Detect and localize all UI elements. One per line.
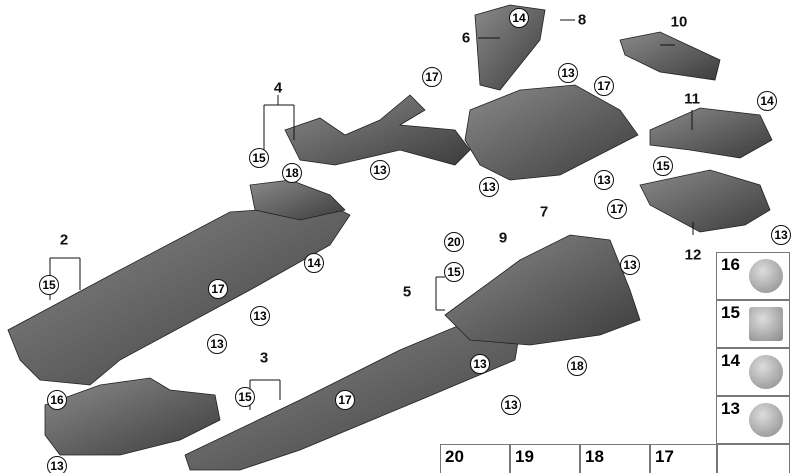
leader-lines <box>49 19 694 410</box>
callout: 13 <box>479 177 499 197</box>
part-label: 2 <box>59 231 69 249</box>
part-label: 12 <box>684 246 702 264</box>
callout: 14 <box>304 253 324 273</box>
callout: 13 <box>558 63 578 83</box>
bracket-4 <box>284 94 471 166</box>
front-shield-left <box>44 377 221 456</box>
screw-icon <box>749 403 783 437</box>
callout: 13 <box>501 395 521 415</box>
panel-10 <box>619 31 721 81</box>
callout: 14 <box>509 8 529 28</box>
legend-box-15: 15 <box>716 300 790 348</box>
legend-box-20: 20 <box>440 444 510 473</box>
shield-6 <box>474 4 546 91</box>
callout: 14 <box>757 91 777 111</box>
callout: 15 <box>249 148 269 168</box>
callout: 13 <box>370 160 390 180</box>
legend-box-18: 18 <box>580 444 650 473</box>
part-label: 11 <box>684 90 700 108</box>
callout: 15 <box>39 275 59 295</box>
legend-box-16: 16 <box>716 252 790 300</box>
callout: 17 <box>594 76 614 96</box>
part-label: 10 <box>670 13 688 31</box>
callout: 13 <box>594 170 614 190</box>
part-12 <box>639 169 771 233</box>
callout: 15 <box>653 156 673 176</box>
clip-icon <box>749 259 783 293</box>
callout: 15 <box>444 262 464 282</box>
callout: 20 <box>444 232 464 252</box>
part-label: 9 <box>498 229 508 247</box>
part-11 <box>649 107 773 159</box>
callout: 16 <box>47 390 67 410</box>
callout: 13 <box>47 456 67 473</box>
callout: 13 <box>620 255 640 275</box>
callout: 18 <box>282 163 302 183</box>
callout: 15 <box>235 387 255 407</box>
legend-box-14: 14 <box>716 348 790 396</box>
underbody-panel-left <box>7 204 351 386</box>
callout: 13 <box>207 334 227 354</box>
legend-box-19: 19 <box>510 444 580 473</box>
callout: 17 <box>607 199 627 219</box>
legend-box-tape <box>717 444 790 473</box>
engine-shield-7 <box>464 84 639 181</box>
part-label: 4 <box>273 79 283 97</box>
callout: 13 <box>771 225 791 245</box>
legend-box-17: 17 <box>650 444 717 473</box>
callout: 17 <box>208 279 228 299</box>
panel-5 <box>444 234 641 346</box>
part-label: 5 <box>402 283 412 301</box>
clip-nut-icon <box>749 307 783 341</box>
callout: 17 <box>422 67 442 87</box>
part-label: 6 <box>461 29 471 47</box>
callout: 18 <box>567 356 587 376</box>
part-label: 3 <box>259 349 269 367</box>
callout: 17 <box>335 390 355 410</box>
callout: 13 <box>470 354 490 374</box>
part-label: 8 <box>577 11 587 29</box>
legend-box-13: 13 <box>716 396 790 444</box>
callout: 13 <box>250 306 270 326</box>
part-label: 7 <box>539 203 549 221</box>
collar-nut-icon <box>749 355 783 389</box>
